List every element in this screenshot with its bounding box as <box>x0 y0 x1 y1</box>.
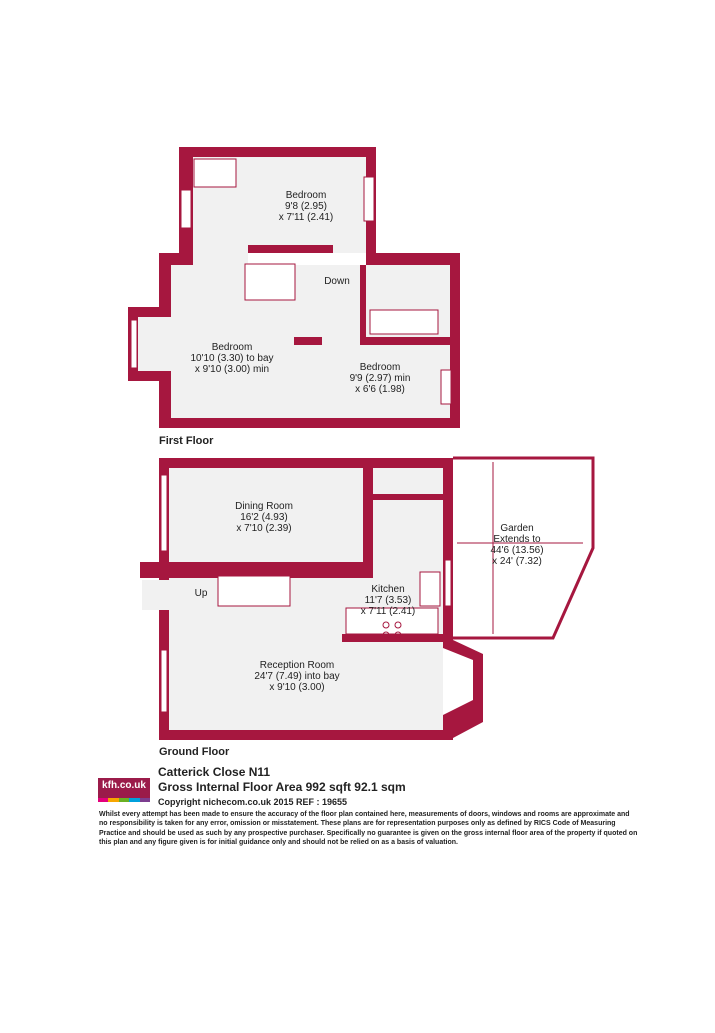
stairs-down-label: Down <box>324 276 350 287</box>
shower-tray <box>193 158 237 188</box>
room-label-line: Bedroom <box>212 342 253 353</box>
room-label-line: Kitchen <box>371 584 404 595</box>
window <box>130 319 138 369</box>
wc-floor <box>377 470 441 494</box>
stairs <box>217 575 291 607</box>
ground-floor-title: Ground Floor <box>159 746 230 758</box>
first-floor-title: First Floor <box>159 435 214 447</box>
sink <box>419 571 441 607</box>
room-label-dining-room: Dining Room 16'2 (4.93) x 7'10 (2.39) <box>235 501 293 534</box>
ground-floor: Ground Floor Up Dining Room 16'2 (4.93) … <box>140 456 595 758</box>
room-label-line: 24'7 (7.49) into bay <box>254 671 339 682</box>
room-label-line: Garden <box>500 523 533 534</box>
logo-stripe <box>139 798 151 802</box>
room-label-line: Dining Room <box>235 501 293 512</box>
room-label-line: x 9'10 (3.00) min <box>195 364 269 375</box>
logo-stripe <box>118 798 130 802</box>
property-address: Catterick Close N11 <box>158 765 271 779</box>
room-label-line: Bedroom <box>360 362 401 373</box>
window <box>180 189 192 229</box>
bathroom-wall <box>360 265 366 339</box>
room-label-line: Bedroom <box>286 190 327 201</box>
hall-wall <box>159 562 373 578</box>
room-label-line: 44'6 (13.56) <box>490 545 543 556</box>
bedroom-3-wall <box>360 337 450 345</box>
room-label-line: x 7'10 (2.39) <box>236 523 291 534</box>
room-label-line: x 7'11 (2.41) <box>361 606 416 617</box>
room-label-line: 16'2 (4.93) <box>240 512 288 523</box>
hob-ring <box>394 631 402 639</box>
logo-stripe <box>108 798 119 802</box>
hob-ring <box>394 621 402 629</box>
kfh-logo: kfh.co.uk <box>98 778 151 802</box>
room-label-line: x 9'10 (3.00) <box>269 682 324 693</box>
room-label-line: Extends to <box>493 534 541 545</box>
room-label-garden: Garden Extends to 44'6 (13.56) x 24' (7.… <box>490 523 543 567</box>
logo-stripes <box>98 798 151 802</box>
room-label-bedroom-3: Bedroom 9'9 (2.97) min x 6'6 (1.98) <box>350 362 411 395</box>
window <box>444 559 452 607</box>
gross-internal-area: Gross Internal Floor Area 992 sqft 92.1 … <box>158 780 406 794</box>
wc-wall <box>363 468 373 578</box>
bathtub <box>369 309 439 335</box>
bedroom-1-wall <box>248 245 333 253</box>
room-label-bedroom-1: Bedroom 9'8 (2.95) x 7'11 (2.41) <box>279 190 334 223</box>
bedroom-1-floor <box>248 157 366 253</box>
stairs <box>244 263 296 301</box>
logo-stripe <box>98 798 109 802</box>
worktop <box>345 607 439 635</box>
room-label-line: 11'7 (3.53) <box>365 595 412 606</box>
room-label-reception-room: Reception Room 24'7 (7.49) into bay x 9'… <box>254 660 339 693</box>
cupboard-wall <box>294 337 322 345</box>
hob-ring <box>382 631 390 639</box>
room-label-line: 10'10 (3.30) to bay <box>190 353 273 364</box>
logo-stripe <box>129 798 140 802</box>
room-label-line: x 6'6 (1.98) <box>355 384 405 395</box>
stairs-up-label: Up <box>195 588 208 599</box>
bay-left-floor <box>138 317 171 371</box>
window <box>160 649 168 713</box>
garden-boundary <box>453 456 595 640</box>
room-label-kitchen: Kitchen 11'7 (3.53) x 7'11 (2.41) <box>361 584 416 617</box>
first-floor: First Floor Down Bedroom 9'8 (2.95) x 7'… <box>128 147 460 447</box>
logo-text: kfh.co.uk <box>102 780 146 791</box>
room-label-line: Reception Room <box>260 660 334 671</box>
copyright-notice: Copyright nichecom.co.uk 2015 REF : 1965… <box>158 797 348 807</box>
wc-wall <box>373 494 443 500</box>
window <box>160 474 168 552</box>
hob-ring <box>382 621 390 629</box>
porch-floor <box>142 580 169 610</box>
room-label-line: 9'9 (2.97) min <box>350 373 411 384</box>
dining-room-floor <box>169 468 363 562</box>
room-label-line: x 24' (7.32) <box>492 556 542 567</box>
window <box>440 369 452 405</box>
window <box>363 176 375 222</box>
room-label-line: x 7'11 (2.41) <box>279 212 334 223</box>
room-label-bedroom-2: Bedroom 10'10 (3.30) to bay x 9'10 (3.00… <box>190 342 273 375</box>
disclaimer-text: Whilst every attempt has been made to en… <box>99 811 638 846</box>
room-label-line: 9'8 (2.95) <box>285 201 327 212</box>
